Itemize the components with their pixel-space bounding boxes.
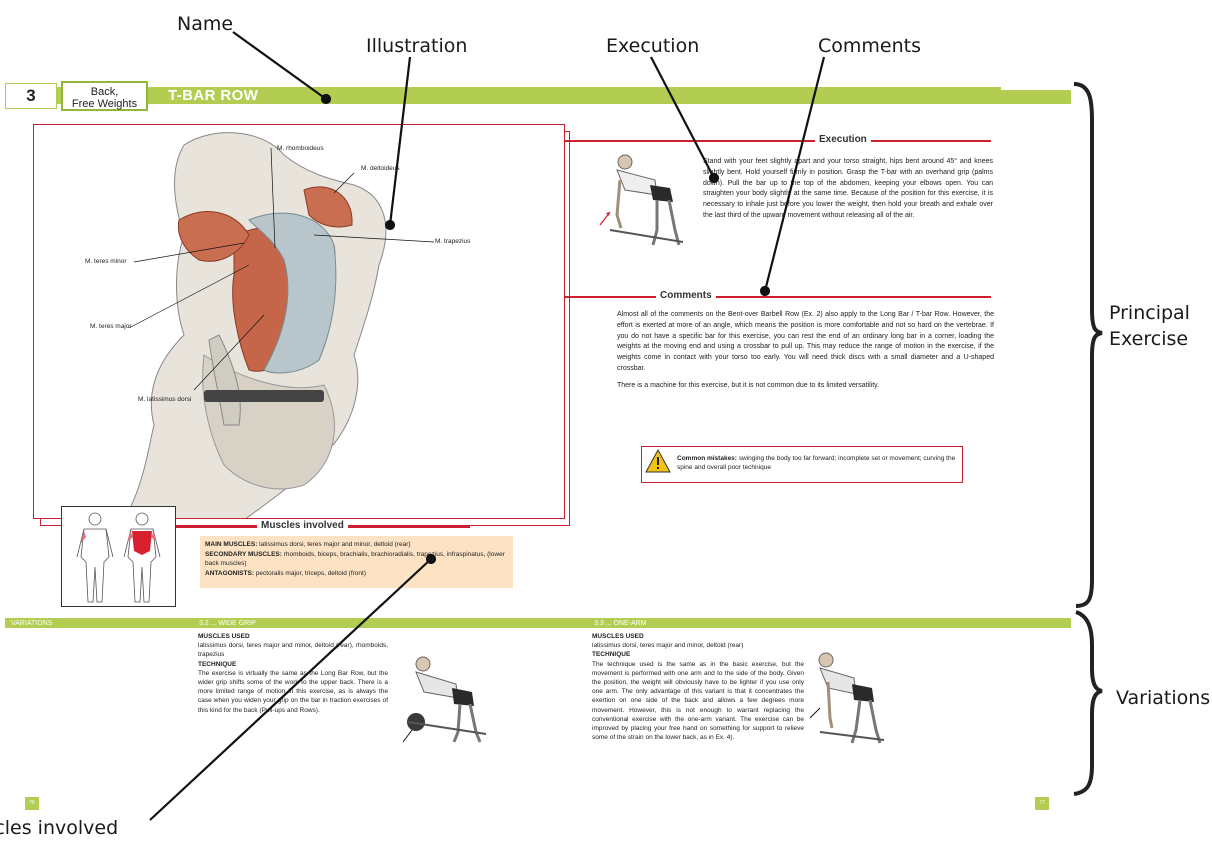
muscle-illustration: M. rhomboideus M. deltoideus M. trapeziu… (33, 124, 565, 519)
variation-2-used: latissimus dorsi, teres major and minor,… (592, 642, 744, 650)
page-number-right: 77 (1035, 797, 1049, 810)
label-teres-minor: M. teres minor (85, 258, 127, 265)
execution-text: Stand with your feet slightly apart and … (703, 158, 993, 219)
comments-text: Almost all of the comments on the Bent-o… (617, 310, 994, 398)
common-mistakes-text: Common mistakes: swinging the body too f… (677, 454, 957, 472)
antagonists: ANTAGONISTS: pectoralis major, triceps, … (205, 569, 508, 579)
label-latissimus: M. latissimus dorsi (138, 396, 192, 403)
variation-1-technique: The exercise is virtually the same as th… (198, 669, 388, 714)
comments-paragraph-2: There is a machine for this exercise, bu… (617, 381, 880, 389)
callout-illustration: Illustration (366, 35, 468, 57)
comments-heading: Comments (656, 290, 716, 301)
common-mistakes-body: swinging the body too far forward; incom… (677, 455, 956, 471)
variations-bar-label: VARIATIONS (11, 620, 53, 627)
label-rhomboideus: M. rhomboideus (277, 145, 324, 152)
muscle-map-box (61, 506, 176, 607)
callout-principal-2: Exercise (1109, 328, 1189, 350)
comments-paragraph-1: Almost all of the comments on the Bent-o… (617, 311, 994, 372)
callout-muscles-involved: Muscles involved (0, 817, 119, 839)
page-number-left: 76 (25, 797, 39, 810)
callout-execution: Execution (606, 35, 700, 57)
deco-square (1053, 90, 1060, 104)
deco-square (1021, 90, 1033, 104)
variations-bar (5, 618, 1071, 628)
variation-2-technique: The technique used is the same as in the… (592, 660, 804, 742)
athlete-back-illustration (124, 132, 435, 518)
variation-1-technique-heading: TECHNIQUE (198, 660, 237, 668)
callout-variations: Variations (1116, 687, 1211, 709)
deco-gap (1001, 87, 1071, 90)
variation-2-block: MUSCLES USED latissimus dorsi, teres maj… (592, 632, 804, 742)
muscle-map-figures-icon (76, 512, 161, 603)
main-muscles-label: MAIN MUSCLES: (205, 541, 258, 548)
execution-heading: Execution (815, 134, 871, 145)
chapter-tag: Back, Free Weights (61, 81, 148, 111)
variation-2-used-heading: MUSCLES USED (592, 633, 644, 640)
wide-grip-figure-icon (402, 656, 487, 743)
secondary-muscles-label: SECONDARY MUSCLES: (205, 550, 282, 558)
callout-principal-1: Principal (1109, 302, 1190, 324)
chapter-number: 3 (5, 83, 57, 109)
variation-1-block: MUSCLES USED latissimus dorsi, teres maj… (198, 632, 388, 715)
title-bar (5, 87, 1071, 104)
execution-rule (565, 140, 991, 142)
variation-1-used-heading: MUSCLES USED (198, 633, 250, 640)
secondary-muscles: SECONDARY MUSCLES: rhomboids, biceps, br… (205, 550, 508, 569)
label-trapezius: M. trapezius (435, 238, 471, 245)
one-arm-figure-icon (809, 652, 885, 744)
common-mistakes-box (641, 446, 963, 483)
deco-square (1039, 90, 1048, 104)
warning-icon (645, 449, 671, 473)
variation-2-title: 3.3 ... ONE-ARM (594, 620, 647, 627)
variation-2-technique-heading: TECHNIQUE (592, 651, 631, 659)
main-muscles: MAIN MUSCLES: latissimus dorsi, teres ma… (205, 540, 508, 550)
main-muscles-value: latissimus dorsi, teres major and minor,… (257, 541, 411, 548)
variation-1-title: 3.2 ... WIDE GRIP (199, 620, 256, 627)
comments-rule (565, 296, 991, 298)
muscles-heading: Muscles involved (257, 520, 348, 531)
chapter-tag-line-2: Free Weights (71, 98, 138, 110)
antagonists-label: ANTAGONISTS: (205, 569, 254, 577)
label-teres-major: M. teres major (90, 323, 132, 330)
variation-1-used: latissimus dorsi, teres major and minor,… (198, 642, 388, 659)
common-mistakes-label: Common mistakes: (677, 455, 737, 462)
section-braces (1073, 82, 1103, 796)
deco-square (1001, 90, 1015, 104)
label-deltoideus: M. deltoideus (361, 165, 400, 172)
muscles-involved-box: MAIN MUSCLES: latissimus dorsi, teres ma… (200, 536, 513, 588)
execution-figure-icon (599, 154, 683, 246)
callout-comments: Comments (818, 35, 921, 57)
exercise-title: T-BAR ROW (168, 87, 259, 104)
chapter-tag-line-1: Back, (90, 86, 119, 98)
callout-name: Name (177, 13, 234, 35)
antagonists-value: pectoralis major, triceps, deltoid (fron… (254, 569, 366, 577)
